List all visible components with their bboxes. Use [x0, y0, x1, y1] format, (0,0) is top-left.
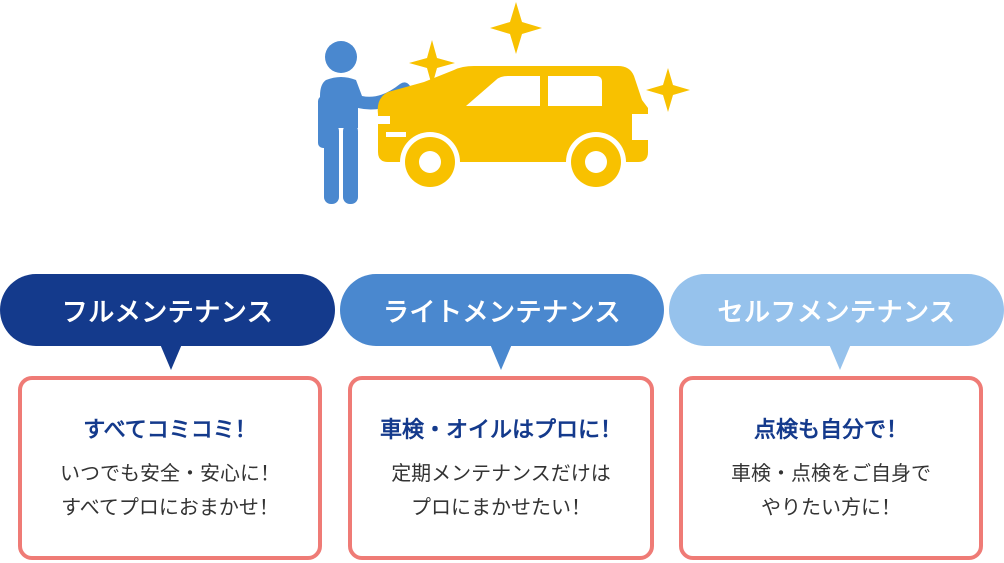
- plan-card-line: プロにまかせたい！: [411, 495, 591, 519]
- car-care-illustration: [318, 2, 690, 204]
- plan-card-line: すべてプロにおまかせ！: [61, 495, 279, 519]
- plan-card-self: 点検も自分で！ 車検・点検をご自身で やりたい方に！: [679, 376, 983, 560]
- sparkle-icon: [646, 68, 690, 112]
- plan-label-light: ライトメンテナンス: [340, 274, 664, 370]
- plan-card-full: すべてコミコミ！ いつでも安全・安心に！ すべてプロにおまかせ！: [18, 376, 322, 560]
- plan-card-light: 車検・オイルはプロに！ 定期メンテナンスだけは プロにまかせたい！: [348, 376, 654, 560]
- sparkle-icon: [409, 40, 455, 86]
- plan-card-title: 車検・オイルはプロに！: [379, 418, 622, 443]
- plan-card-line: 車検・点検をご自身で: [731, 461, 931, 485]
- sparkle-icon: [490, 2, 542, 54]
- plan-label-text: ライトメンテナンス: [383, 297, 621, 328]
- plan-label-text: セルフメンテナンス: [717, 297, 956, 328]
- plan-label-full: フルメンテナンス: [0, 274, 335, 370]
- plan-card-line: 定期メンテナンスだけは: [391, 461, 611, 485]
- plan-card-line: いつでも安全・安心に！: [60, 461, 280, 485]
- plan-label-self: セルフメンテナンス: [669, 274, 1004, 370]
- person-icon: [318, 41, 411, 204]
- car-icon: [377, 66, 650, 192]
- plan-card-title: すべてコミコミ！: [83, 418, 257, 443]
- plan-card-title: 点検も自分で！: [753, 418, 908, 443]
- plan-card-line: やりたい方に！: [761, 495, 901, 519]
- plan-label-text: フルメンテナンス: [61, 297, 274, 328]
